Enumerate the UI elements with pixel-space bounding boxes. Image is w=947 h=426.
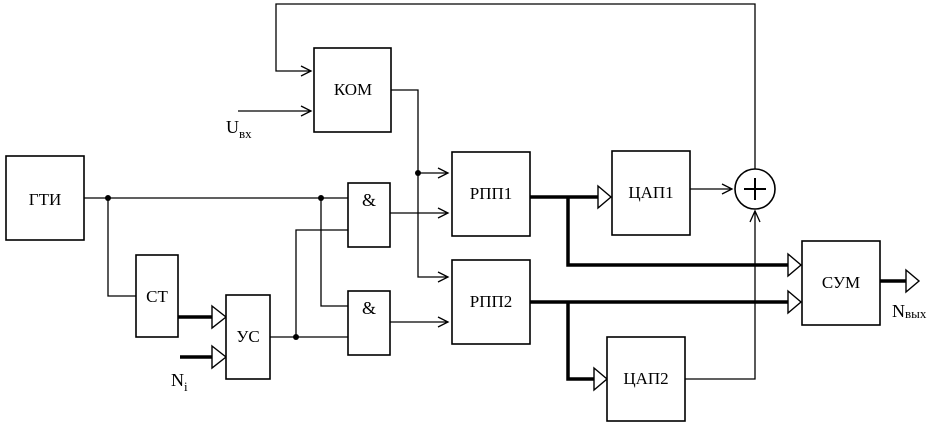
input-voltage-main: U <box>226 117 239 137</box>
comparator-label: КОМ <box>334 80 372 99</box>
dac-1-block: ЦАП1 <box>611 150 691 236</box>
bus-arrowheads <box>211 184 921 392</box>
plus-icon <box>744 178 766 200</box>
gti-block: ГТИ <box>5 155 85 241</box>
input-code-label: Ni <box>171 370 188 394</box>
input-code-sub: i <box>184 379 188 394</box>
summator-label: СУМ <box>822 273 860 292</box>
svg-text:Ni: Ni <box>171 370 188 394</box>
gti-label: ГТИ <box>29 190 62 209</box>
register-1-label: РПП1 <box>470 184 513 203</box>
counter-label: СТ <box>146 287 168 306</box>
junction-dot <box>293 334 299 340</box>
register-2-label: РПП2 <box>470 292 513 311</box>
junction-dots <box>105 170 421 340</box>
and-gate-1-label: & <box>362 190 376 210</box>
junction-dot <box>318 195 324 201</box>
output-code-main: N <box>892 301 905 321</box>
and-gate-1: & <box>347 182 391 248</box>
dac-2-label: ЦАП2 <box>623 369 668 388</box>
counter-block: СТ <box>135 254 179 338</box>
svg-text:Nвых: Nвых <box>892 301 927 321</box>
input-code-main: N <box>171 370 184 390</box>
input-voltage-label: Uвх <box>226 117 252 141</box>
dac-2-block: ЦАП2 <box>606 336 686 422</box>
data-buses <box>178 195 906 381</box>
arrowheads <box>300 65 761 328</box>
output-code-sub: вых <box>905 306 927 321</box>
control-label: УС <box>236 327 259 346</box>
control-block: УС <box>225 294 271 380</box>
and-gate-2: & <box>347 290 391 356</box>
junction-dot <box>415 170 421 176</box>
svg-text:Uвх: Uвх <box>226 117 252 141</box>
and-gate-2-label: & <box>362 298 376 318</box>
comparator-block: КОМ <box>313 47 392 133</box>
register-2-block: РПП2 <box>451 259 531 345</box>
adder-circle <box>734 168 776 210</box>
junction-dot <box>105 195 111 201</box>
signal-wires <box>84 3 756 380</box>
output-code-label: Nвых <box>892 301 927 321</box>
dac-1-label: ЦАП1 <box>628 183 673 202</box>
input-voltage-sub: вх <box>239 126 252 141</box>
register-1-block: РПП1 <box>451 151 531 237</box>
summator-block: СУМ <box>801 240 881 326</box>
